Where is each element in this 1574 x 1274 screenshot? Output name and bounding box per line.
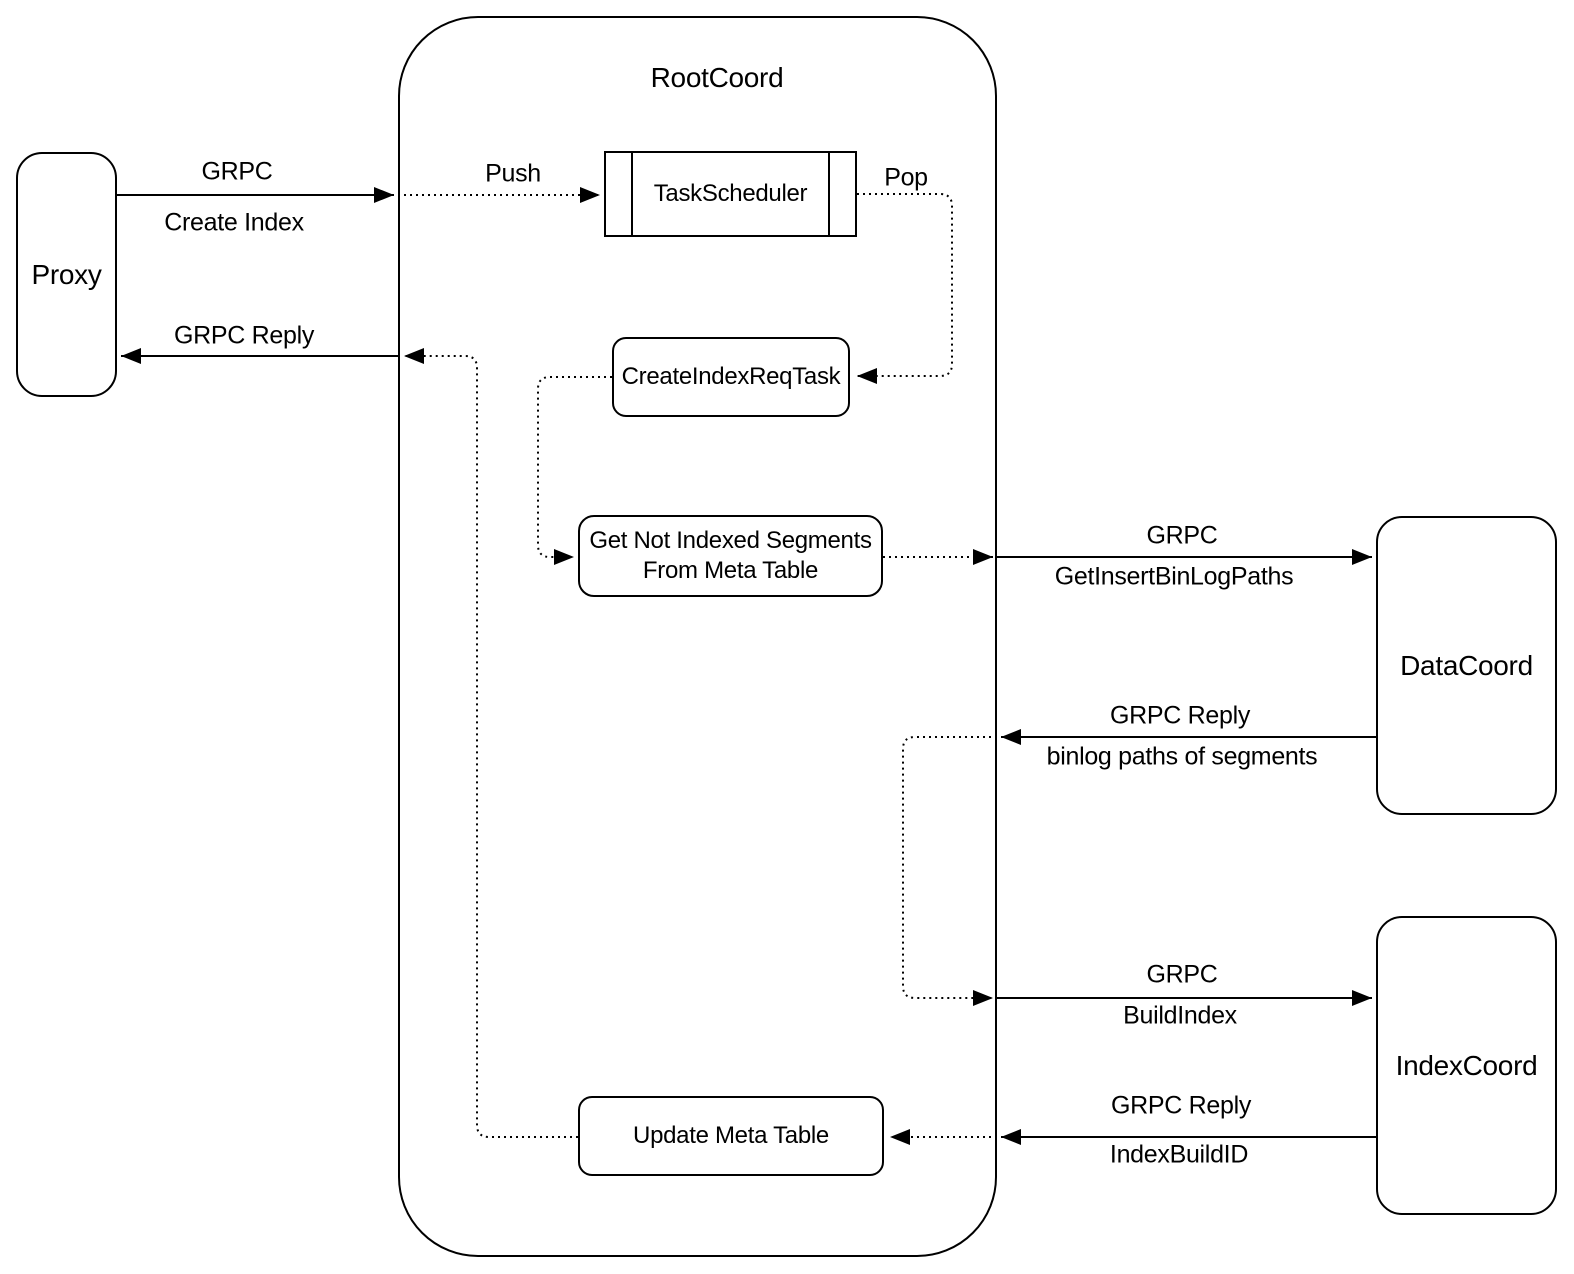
label-grpc-getinsert-top: GRPC (1146, 521, 1218, 550)
createindexreqtask-label: CreateIndexReqTask (621, 363, 841, 390)
update-meta-table-label: Update Meta Table (633, 1122, 829, 1149)
edge-updatemeta-to-grpcreply (404, 348, 578, 1138)
edge-createtask-to-getsegments (537, 376, 612, 565)
get-not-indexed-segments-node: Get Not Indexed Segments From Meta Table (578, 515, 883, 597)
edge-pop-to-createindexreqtask (857, 193, 953, 384)
get-not-indexed-segments-label: Get Not Indexed Segments From Meta Table (589, 526, 872, 586)
edge-binlogreply-to-buildindex (902, 736, 997, 1006)
label-grpc-reply-proxy: GRPC Reply (173, 321, 315, 350)
proxy-label: Proxy (31, 259, 102, 290)
label-grpc-create-top: GRPC (201, 157, 273, 186)
label-grpc-create-bottom: Create Index (164, 208, 304, 237)
label-pop: Pop (884, 163, 928, 192)
label-grpc-reply-binlog-bottom: binlog paths of segments (1046, 742, 1318, 771)
rootcoord-title: RootCoord (650, 62, 784, 93)
label-grpc-reply-binlog-top: GRPC Reply (1109, 701, 1251, 730)
taskscheduler-left-wall (631, 151, 633, 237)
update-meta-table-node: Update Meta Table (578, 1096, 884, 1176)
proxy-node: Proxy (16, 152, 117, 397)
label-grpc-reply-indexbuild-top: GRPC Reply (1110, 1091, 1252, 1120)
get-not-indexed-line2: From Meta Table (642, 557, 819, 584)
datacoord-label: DataCoord (1400, 650, 1533, 681)
label-grpc-buildindex-top: GRPC (1146, 960, 1218, 989)
get-not-indexed-line1: Get Not Indexed Segments (589, 527, 872, 554)
createindexreqtask-node: CreateIndexReqTask (612, 337, 850, 417)
label-grpc-reply-indexbuild-bottom: IndexBuildID (1109, 1140, 1249, 1169)
taskscheduler-right-wall (828, 151, 830, 237)
label-push: Push (485, 159, 541, 188)
indexcoord-label: IndexCoord (1395, 1050, 1538, 1081)
rootcoord-container (398, 16, 997, 1257)
indexcoord-node: IndexCoord (1376, 916, 1557, 1215)
label-grpc-buildindex-bottom: BuildIndex (1123, 1001, 1237, 1030)
taskscheduler-label: TaskScheduler (653, 180, 808, 207)
taskscheduler-node: TaskScheduler (604, 151, 857, 237)
label-grpc-getinsert-bottom: GetInsertBinLogPaths (1054, 562, 1294, 591)
datacoord-node: DataCoord (1376, 516, 1557, 815)
